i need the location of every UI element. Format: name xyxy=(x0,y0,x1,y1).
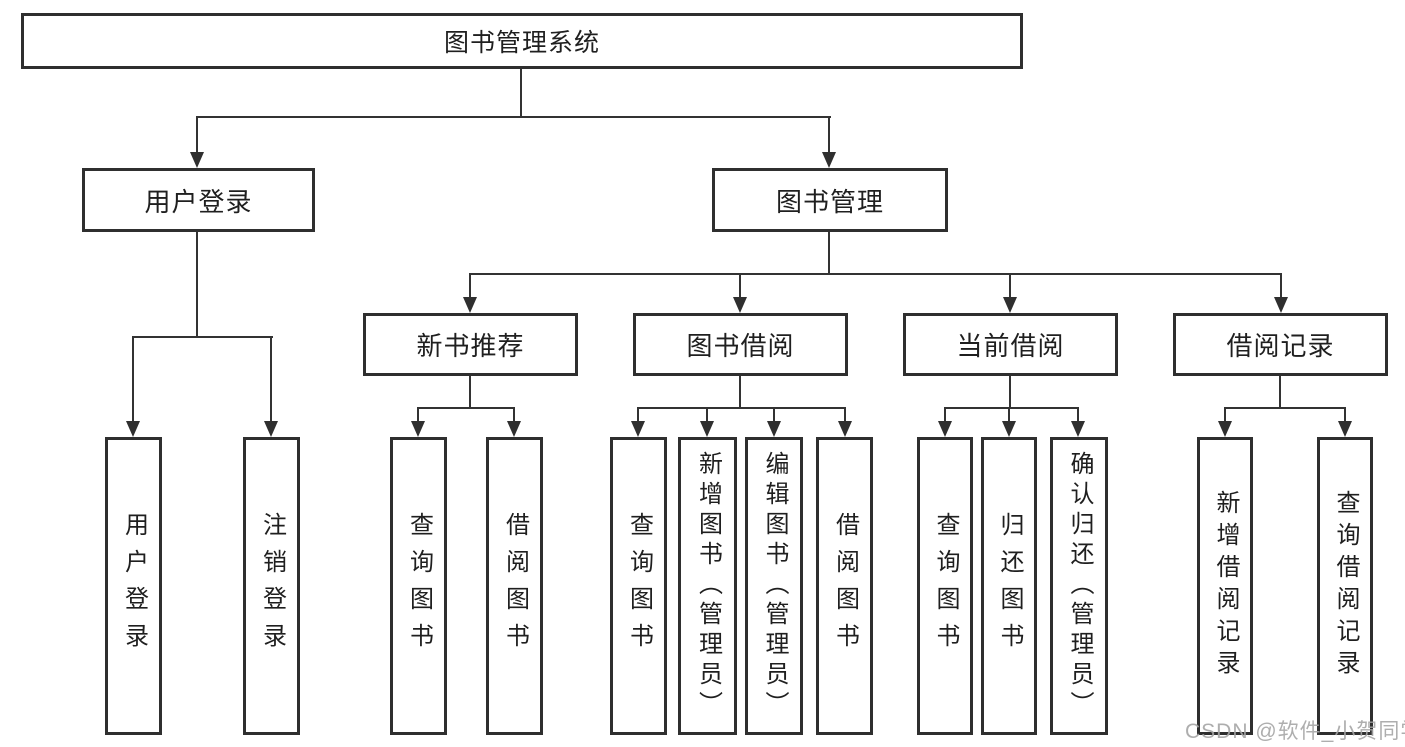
line-segment xyxy=(1279,376,1281,409)
arrow-down-icon xyxy=(1002,421,1016,437)
line-segment xyxy=(1224,407,1226,423)
arrow-down-icon xyxy=(126,421,140,437)
node-leaf-add-borrow-record: 新增借阅记录 xyxy=(1197,437,1253,735)
arrow-down-icon xyxy=(1274,297,1288,313)
arrow-down-icon xyxy=(1338,421,1352,437)
arrow-down-icon xyxy=(767,421,781,437)
line-segment xyxy=(520,69,522,116)
node-label: 借阅图书 xyxy=(831,512,859,660)
line-segment xyxy=(706,407,708,423)
node-label: 归还图书 xyxy=(996,512,1023,660)
node-label: 图书管理系统 xyxy=(443,29,600,57)
node-leaf-borrow-books: 借阅图书 xyxy=(486,437,543,735)
arrow-down-icon xyxy=(822,152,836,168)
line-segment xyxy=(1009,376,1011,409)
line-segment xyxy=(944,407,1079,409)
node-leaf-query-books: 查询图书 xyxy=(390,437,447,735)
node-label: 注销登录 xyxy=(258,512,286,660)
arrow-down-icon xyxy=(733,297,747,313)
arrow-down-icon xyxy=(1071,421,1085,437)
node-label: 用户登录 xyxy=(144,186,253,217)
line-segment xyxy=(828,116,830,154)
line-segment xyxy=(1280,273,1282,299)
node-label: 新增图书（管理员） xyxy=(694,451,722,721)
line-segment xyxy=(844,407,846,423)
arrow-down-icon xyxy=(1218,421,1232,437)
node-label: 图书管理 xyxy=(775,186,884,217)
node-label: 新增借阅记录 xyxy=(1212,490,1239,682)
arrow-down-icon xyxy=(507,421,521,437)
node-leaf-edit-books-admin: 编辑图书（管理员） xyxy=(745,437,803,735)
line-segment xyxy=(469,376,471,409)
node-label: 编辑图书（管理员） xyxy=(761,451,788,721)
arrow-down-icon xyxy=(938,421,952,437)
node-label: 确认归还（管理员） xyxy=(1066,451,1093,721)
node-leaf-query-books: 查询图书 xyxy=(610,437,667,735)
node-current-borrowing: 当前借阅 xyxy=(903,313,1118,376)
node-leaf-confirm-return-admin: 确认归还（管理员） xyxy=(1050,437,1108,735)
line-segment xyxy=(1224,407,1346,409)
node-label: 借阅记录 xyxy=(1226,331,1335,361)
line-segment xyxy=(637,407,639,423)
line-segment xyxy=(513,407,515,423)
node-label: 查询借阅记录 xyxy=(1332,490,1359,682)
line-segment xyxy=(828,232,830,275)
node-label: 用户登录 xyxy=(120,512,148,660)
arrow-down-icon xyxy=(411,421,425,437)
line-segment xyxy=(132,336,273,338)
line-segment xyxy=(1077,407,1079,423)
line-segment xyxy=(196,116,198,154)
line-segment xyxy=(739,376,741,409)
arrow-down-icon xyxy=(700,421,714,437)
line-segment xyxy=(739,273,741,299)
node-label: 图书借阅 xyxy=(686,331,795,361)
node-label: 查询图书 xyxy=(932,512,959,660)
node-user-login: 用户登录 xyxy=(82,168,315,232)
node-leaf-query-books: 查询图书 xyxy=(917,437,973,735)
line-segment xyxy=(1344,407,1346,423)
node-leaf-logout: 注销登录 xyxy=(243,437,300,735)
line-segment xyxy=(469,273,471,299)
node-label: 当前借阅 xyxy=(956,331,1065,361)
arrow-down-icon xyxy=(190,152,204,168)
arrow-down-icon xyxy=(838,421,852,437)
node-label: 查询图书 xyxy=(625,512,653,660)
line-segment xyxy=(132,336,134,423)
line-segment xyxy=(637,407,846,409)
node-leaf-add-books-admin: 新增图书（管理员） xyxy=(678,437,737,735)
node-label: 新书推荐 xyxy=(416,331,525,361)
node-leaf-user-login: 用户登录 xyxy=(105,437,162,735)
node-new-book-recommend: 新书推荐 xyxy=(363,313,578,376)
arrow-down-icon xyxy=(264,421,278,437)
line-segment xyxy=(1009,273,1011,299)
line-segment xyxy=(417,407,515,409)
node-library-management-system: 图书管理系统 xyxy=(21,13,1023,69)
node-book-borrowing: 图书借阅 xyxy=(633,313,848,376)
line-segment xyxy=(773,407,775,423)
line-segment xyxy=(417,407,419,423)
line-segment xyxy=(197,116,831,118)
node-label: 查询图书 xyxy=(405,512,433,660)
line-segment xyxy=(469,273,1282,275)
line-segment xyxy=(270,336,272,423)
line-segment xyxy=(944,407,946,423)
node-borrow-records: 借阅记录 xyxy=(1173,313,1388,376)
node-leaf-query-borrow-record: 查询借阅记录 xyxy=(1317,437,1373,735)
node-leaf-return-books: 归还图书 xyxy=(981,437,1037,735)
csdn-watermark: CSDN @软件_小贺同学 xyxy=(1185,720,1405,743)
node-label: 借阅图书 xyxy=(501,512,529,660)
line-segment xyxy=(1008,407,1010,423)
node-leaf-borrow-books: 借阅图书 xyxy=(816,437,873,735)
arrow-down-icon xyxy=(631,421,645,437)
arrow-down-icon xyxy=(1003,297,1017,313)
arrow-down-icon xyxy=(463,297,477,313)
line-segment xyxy=(196,232,198,338)
node-book-management: 图书管理 xyxy=(712,168,948,232)
